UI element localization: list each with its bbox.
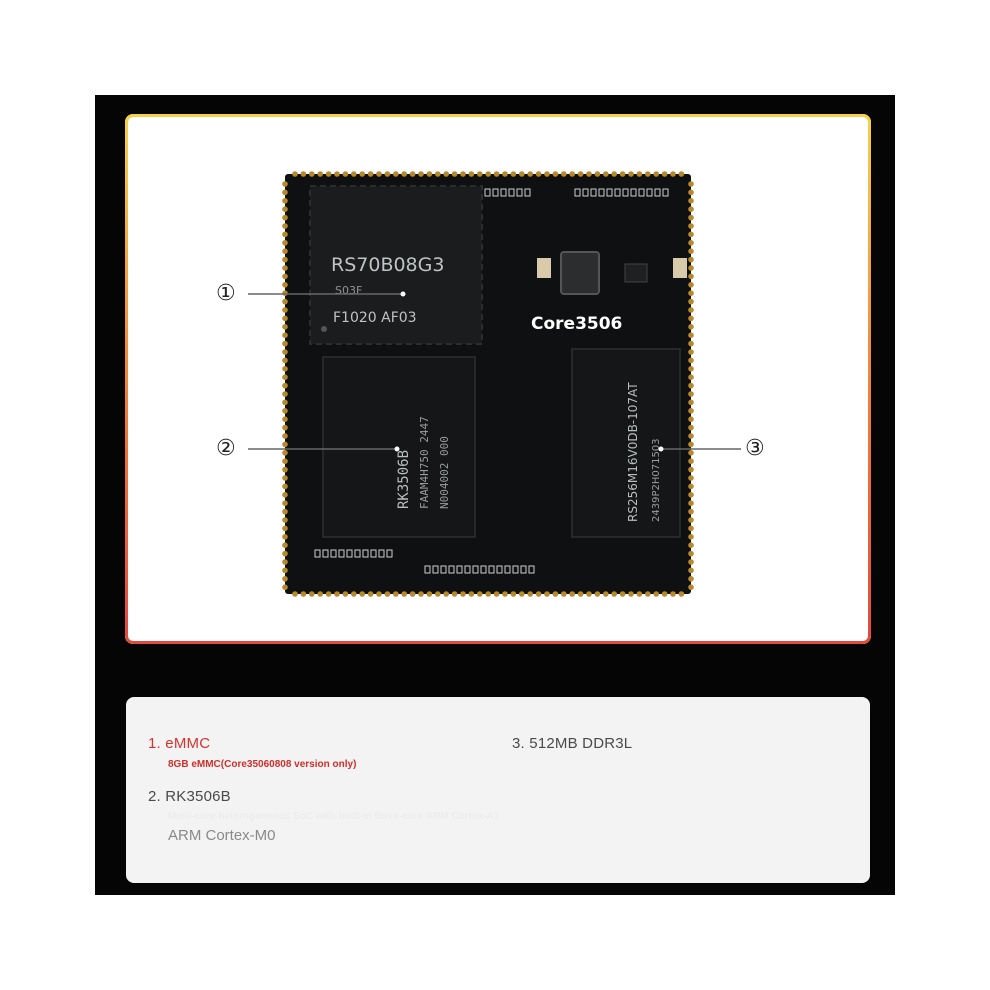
callout-1: ① bbox=[216, 281, 236, 306]
feature-emmc-title[interactable]: 1. eMMC bbox=[148, 735, 211, 752]
ram-chip-line2: 2439P2H071503 bbox=[651, 438, 662, 522]
callout-3: ③ bbox=[745, 436, 765, 461]
emmc-chip-line2: S03F bbox=[335, 284, 362, 297]
feature-soc-extra: ARM Cortex-M0 bbox=[168, 827, 276, 844]
emmc-chip-line1: RS70B08G3 bbox=[331, 254, 444, 276]
soc-chip bbox=[322, 356, 476, 538]
feature-soc-subtitle: Multi-core heterogeneous SoC with built-… bbox=[168, 811, 500, 822]
feature-emmc-subtitle: 8GB eMMC(Core35060808 version only) bbox=[168, 759, 357, 770]
emmc-chip bbox=[309, 185, 483, 345]
soc-chip-line2: FAAM4H750 2447 bbox=[418, 416, 431, 509]
soc-chip-line3: N004002 000 bbox=[438, 436, 451, 509]
ram-chip bbox=[571, 348, 681, 538]
soc-chip-line1: RK3506B bbox=[396, 450, 412, 509]
module-board-illustration: RS70B08G3 S03F F1020 AF03 RK3506B FAAM4H… bbox=[248, 171, 741, 597]
feature-ddr-title[interactable]: 3. 512MB DDR3L bbox=[512, 735, 633, 752]
ram-chip-line1: RS256M16V0DB-107AT bbox=[626, 382, 640, 522]
emmc-chip-line3: F1020 AF03 bbox=[333, 310, 417, 326]
product-image-card: RS70B08G3 S03F F1020 AF03 RK3506B FAAM4H… bbox=[125, 114, 871, 644]
feature-soc-title[interactable]: 2. RK3506B bbox=[148, 788, 231, 805]
board-label: Core3506 bbox=[531, 314, 622, 334]
callout-2: ② bbox=[216, 436, 236, 461]
inductor bbox=[560, 251, 600, 295]
castellated-pads bbox=[282, 171, 694, 597]
feature-list-card: 1. eMMC 8GB eMMC(Core35060808 version on… bbox=[126, 697, 870, 883]
